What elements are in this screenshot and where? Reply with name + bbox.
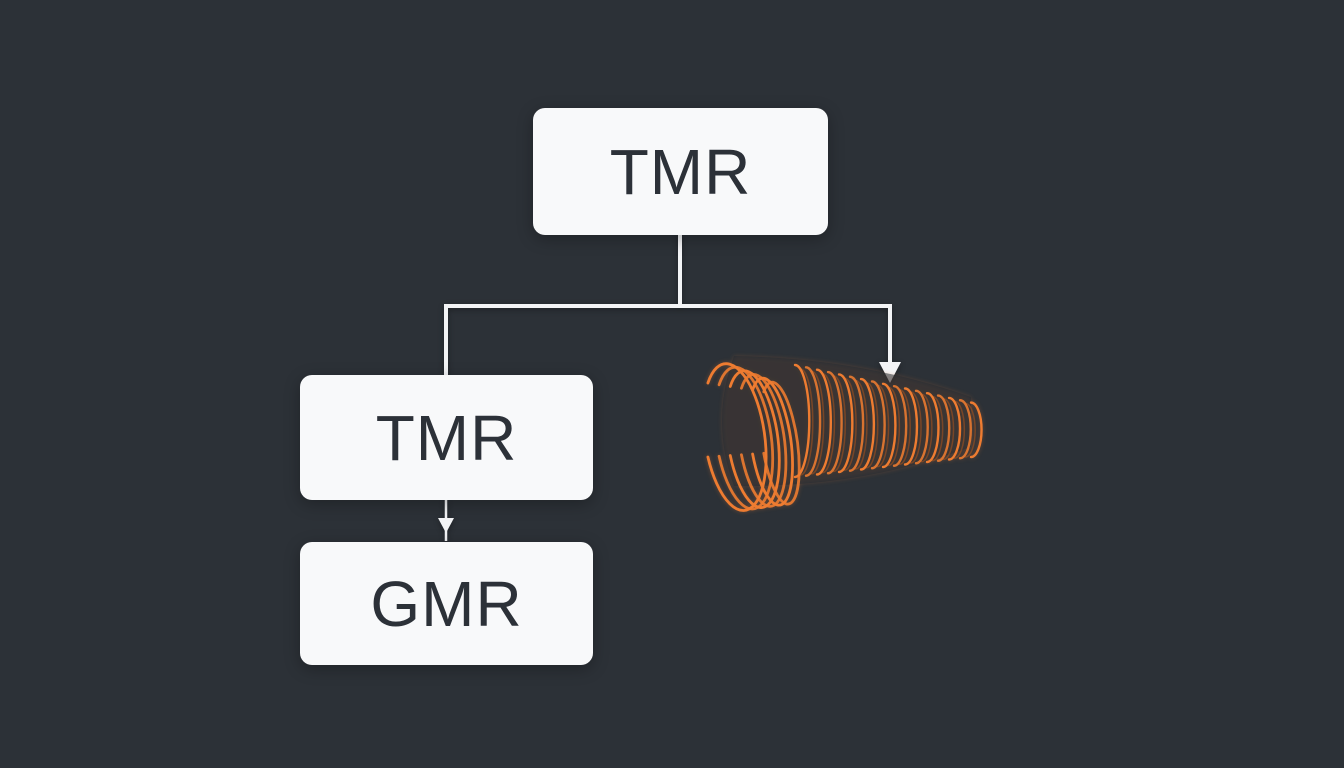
- arrowhead-right-branch-icon: [879, 362, 901, 383]
- node-tmr-root-label: TMR: [609, 135, 752, 208]
- node-tmr-root: TMR: [533, 108, 828, 235]
- node-tmr-child-label: TMR: [375, 401, 518, 474]
- spiral-coil-icon: [700, 330, 1000, 515]
- node-tmr-child: TMR: [300, 375, 593, 500]
- connector-branch-bracket: [444, 304, 892, 376]
- arrowhead-child-to-grandchild-icon: [438, 518, 454, 533]
- node-gmr: GMR: [300, 542, 593, 665]
- node-gmr-label: GMR: [370, 567, 523, 640]
